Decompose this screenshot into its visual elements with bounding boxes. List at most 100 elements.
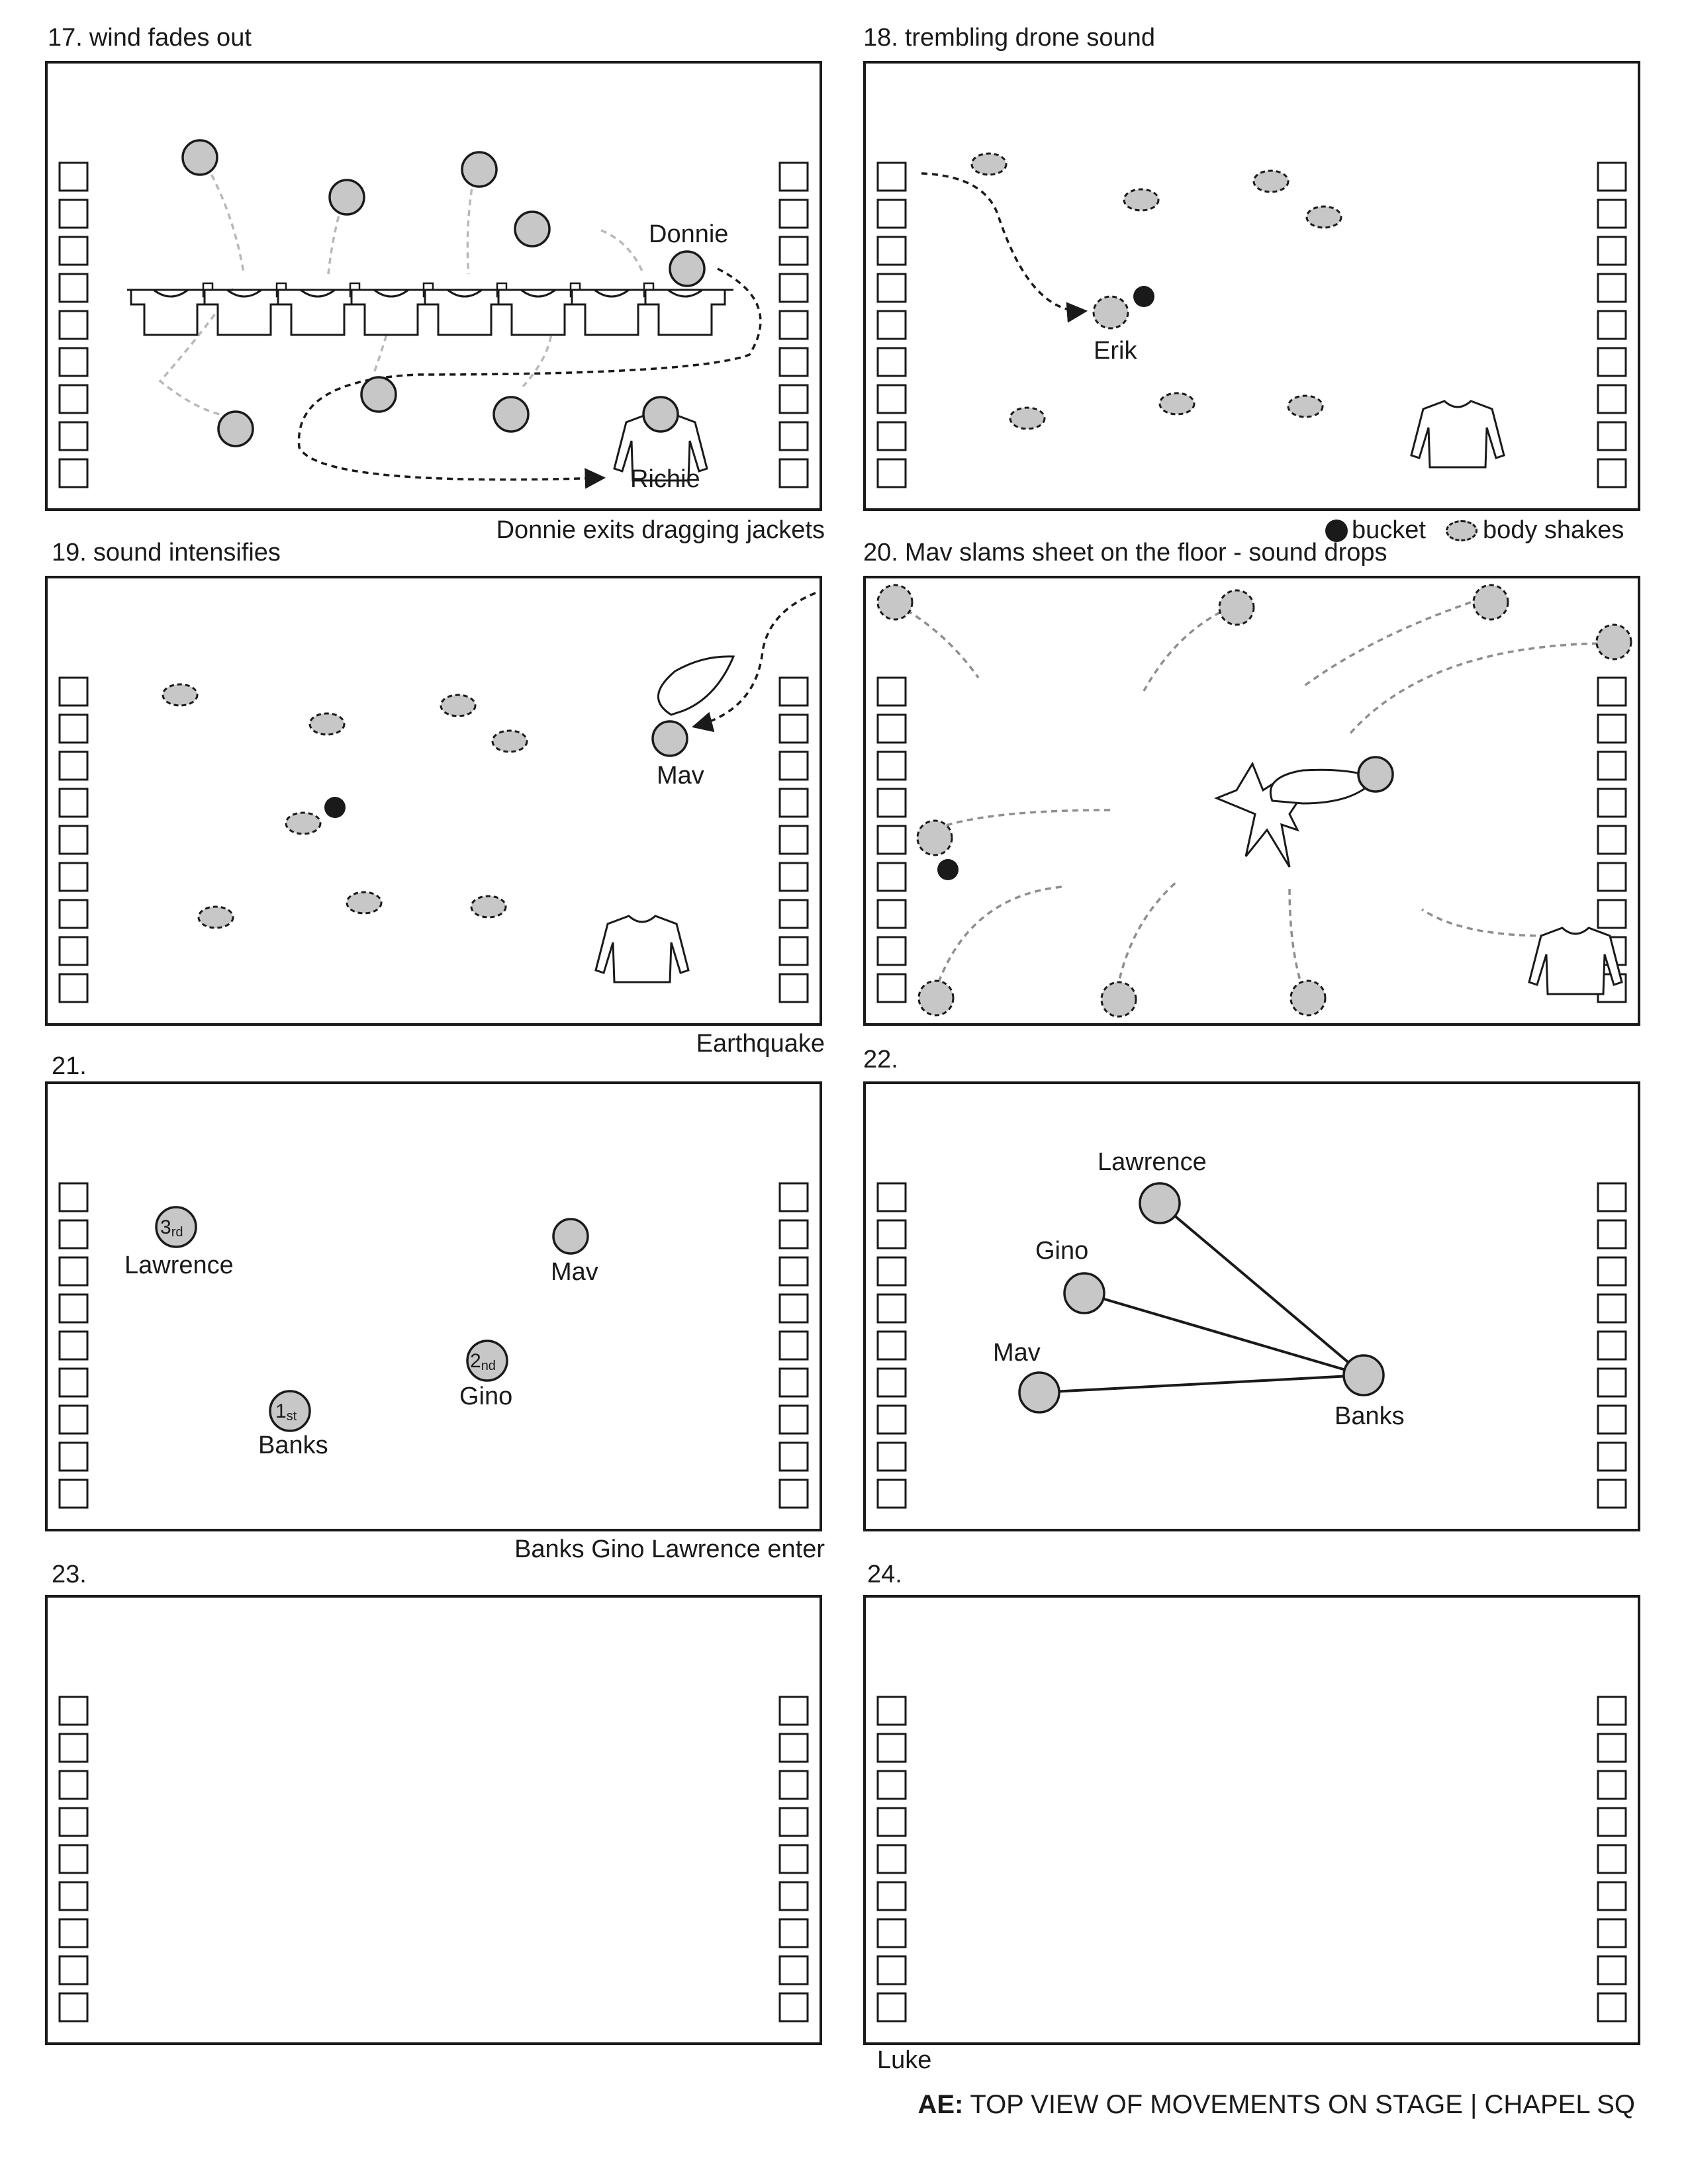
performer bbox=[360, 376, 397, 413]
wing-box bbox=[1597, 161, 1627, 192]
wing-boxes-left bbox=[876, 1182, 907, 1509]
label-banks: Banks bbox=[1335, 1402, 1405, 1430]
wing-box bbox=[778, 1844, 809, 1874]
bucket bbox=[324, 797, 346, 818]
wing-boxes-right bbox=[1597, 1696, 1627, 2023]
wing-box bbox=[58, 1293, 89, 1324]
order-second: 2nd bbox=[470, 1350, 496, 1373]
label-banks: Banks bbox=[258, 1432, 328, 1459]
wing-box bbox=[58, 384, 89, 414]
wing-box bbox=[778, 1992, 809, 2023]
wing-box bbox=[876, 273, 907, 303]
path-line bbox=[522, 314, 553, 388]
stage-panel-18: Erik bbox=[863, 61, 1640, 511]
shirt-icon bbox=[1410, 400, 1505, 469]
wing-box bbox=[778, 1955, 809, 1985]
stage-diagram-22: Lawrence Gino Mav Banks bbox=[876, 1148, 1627, 1509]
panel-17-title: 17.wind fades out bbox=[48, 24, 252, 52]
wing-box bbox=[58, 347, 89, 377]
wing-boxes-left bbox=[876, 161, 907, 488]
wing-box bbox=[876, 347, 907, 377]
panel-23-title: 23. bbox=[52, 1561, 87, 1588]
wing-box bbox=[778, 899, 809, 929]
wing-box bbox=[1597, 1696, 1627, 1726]
wing-box bbox=[778, 1881, 809, 1911]
wing-boxes-left bbox=[58, 676, 89, 1003]
path-line bbox=[1143, 606, 1231, 692]
path-line bbox=[1288, 886, 1304, 989]
wing-box bbox=[58, 161, 89, 192]
wing-box bbox=[778, 676, 809, 707]
wing-box bbox=[58, 1696, 89, 1726]
body-shake bbox=[346, 891, 383, 915]
label-mav: Mav bbox=[657, 762, 704, 790]
stage-diagram-21: 3rd 2nd 1st Lawrence Mav Gino Banks bbox=[58, 1182, 809, 1509]
wing-box bbox=[876, 1844, 907, 1874]
label-gino: Gino bbox=[459, 1383, 512, 1410]
wing-box bbox=[1597, 236, 1627, 266]
wing-box bbox=[1597, 788, 1627, 818]
wing-box bbox=[778, 1182, 809, 1212]
wing-box bbox=[876, 1733, 907, 1763]
wing-box bbox=[1597, 1992, 1627, 2023]
stage-panel-19: Mav bbox=[45, 576, 822, 1026]
body-shake bbox=[1158, 392, 1196, 416]
wing-box bbox=[1597, 1182, 1627, 1212]
wing-box bbox=[1597, 458, 1627, 488]
wing-box bbox=[778, 1367, 809, 1398]
body-shake bbox=[1123, 188, 1160, 212]
wing-box bbox=[778, 384, 809, 414]
wing-box bbox=[778, 1696, 809, 1726]
wing-box bbox=[778, 1330, 809, 1361]
wing-box bbox=[1597, 273, 1627, 303]
performer-gino bbox=[466, 1340, 508, 1382]
stage-panel-17: Donnie Richie bbox=[45, 61, 822, 511]
wing-box bbox=[58, 1733, 89, 1763]
wing-box bbox=[876, 1367, 907, 1398]
stage-panel-21: 3rd 2nd 1st Lawrence Mav Gino Banks bbox=[45, 1081, 822, 1531]
panel-19-caption: Earthquake bbox=[696, 1030, 825, 1058]
body-shakes-legend-icon bbox=[1445, 520, 1477, 541]
wing-box bbox=[58, 899, 89, 929]
body-shake bbox=[1595, 623, 1632, 660]
stage-panel-22: Lawrence Gino Mav Banks bbox=[863, 1081, 1640, 1531]
stage-diagram-19: Mav bbox=[58, 592, 816, 1003]
wing-box bbox=[876, 1330, 907, 1361]
performer-banks bbox=[1342, 1354, 1385, 1396]
body-shake bbox=[876, 584, 914, 621]
wing-box bbox=[876, 1219, 907, 1250]
wing-box bbox=[1597, 1404, 1627, 1435]
jacket-icon bbox=[277, 289, 359, 336]
wing-box bbox=[778, 1441, 809, 1472]
wing-box bbox=[876, 1293, 907, 1324]
wing-box bbox=[1597, 310, 1627, 340]
wing-box bbox=[778, 458, 809, 488]
legend-bucket-label: bucket bbox=[1352, 516, 1426, 544]
legend: bucket body shakes bbox=[1325, 516, 1624, 545]
path-line bbox=[1421, 908, 1547, 937]
performer bbox=[514, 210, 551, 248]
path-line bbox=[1301, 601, 1472, 688]
wing-box bbox=[1597, 1256, 1627, 1287]
bucket bbox=[937, 859, 959, 880]
panel-18-title: 18.trembling drone sound bbox=[863, 24, 1155, 52]
wing-box bbox=[1597, 1293, 1627, 1324]
wing-box bbox=[58, 1955, 89, 1985]
wing-box bbox=[58, 236, 89, 266]
panel-20-title: 20.Mav slams sheet on the floor - sound … bbox=[863, 539, 1387, 567]
label-mav: Mav bbox=[993, 1339, 1041, 1367]
label-mav: Mav bbox=[551, 1258, 598, 1286]
sheet-icon bbox=[1269, 768, 1378, 805]
wing-box bbox=[1597, 825, 1627, 855]
wing-box bbox=[58, 1330, 89, 1361]
wing-box bbox=[778, 1918, 809, 1948]
sightline bbox=[1039, 1374, 1364, 1394]
performer bbox=[492, 396, 530, 433]
wing-box bbox=[876, 384, 907, 414]
wing-box bbox=[58, 676, 89, 707]
panel-19-title: 19.sound intensifies bbox=[52, 539, 281, 567]
wing-box bbox=[876, 236, 907, 266]
body-shake bbox=[1009, 406, 1046, 430]
wing-box bbox=[58, 751, 89, 781]
wing-box bbox=[58, 1770, 89, 1800]
